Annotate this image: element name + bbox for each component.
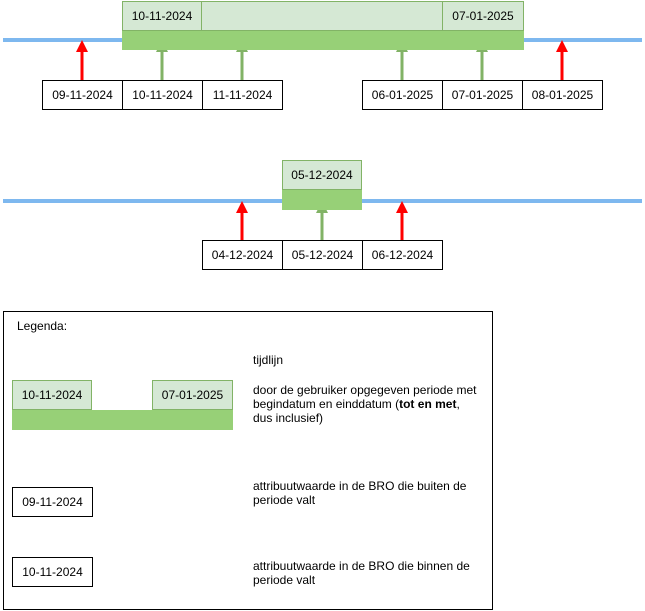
legend-period-text-1: door de gebruiker opgegeven periode met — [253, 383, 477, 397]
date-box-d1-3: 06-01-2025 — [362, 80, 443, 110]
date-box-d1-1: 10-11-2024 — [122, 80, 203, 110]
legend-period-text-3: , — [456, 397, 460, 411]
legend-inside-description: attribuutwaarde in de BRO die binnen de … — [253, 559, 488, 587]
date-box-d2-2: 06-12-2024 — [362, 240, 443, 270]
legend-inside-text-1: attribuutwaarde in de BRO die binnen de — [253, 559, 470, 573]
legend-inside-date-box: 10-11-2024 — [12, 557, 93, 587]
legend-period-text-bold: tot en met — [399, 397, 457, 411]
period-1-bar — [122, 31, 524, 50]
legend-period-description: door de gebruiker opgegeven periode met … — [253, 383, 488, 425]
date-box-d2-1: 05-12-2024 — [282, 240, 363, 270]
period-2-label: 05-12-2024 — [282, 160, 362, 190]
legend-outside-text-2: periode valt — [253, 493, 316, 507]
date-box-d1-2: 11-11-2024 — [202, 80, 283, 110]
period-1-start-label: 10-11-2024 — [122, 1, 202, 31]
period-1-end-label: 07-01-2025 — [442, 1, 524, 31]
arrow-d1-0 — [76, 40, 88, 80]
legend-timeline-label: tijdlijn — [253, 353, 284, 367]
arrow-d1-5 — [556, 40, 568, 80]
legend-period-text-4: dus inclusief) — [253, 411, 324, 425]
date-box-d1-4: 07-01-2025 — [442, 80, 523, 110]
date-box-d1-0: 09-11-2024 — [42, 80, 123, 110]
legend-period-text-2: begindatum en einddatum ( — [253, 397, 400, 411]
date-box-d1-5: 08-01-2025 — [522, 80, 603, 110]
period-2-bar — [282, 190, 362, 210]
legend-period-start: 10-11-2024 — [12, 380, 92, 410]
legend-outside-description: attribuutwaarde in de BRO die buiten de … — [253, 479, 488, 507]
legend-period-end: 07-01-2025 — [152, 380, 233, 410]
legend-period-bar — [12, 410, 233, 430]
legend-outside-text-1: attribuutwaarde in de BRO die buiten de — [253, 479, 467, 493]
legend-title: Legenda: — [17, 319, 68, 333]
date-box-d2-0: 04-12-2024 — [202, 240, 283, 270]
legend-inside-text-2: periode valt — [253, 573, 316, 587]
arrow-d2-0 — [236, 201, 248, 240]
legend-outside-date-box: 09-11-2024 — [12, 487, 93, 517]
arrow-d2-2 — [396, 201, 408, 240]
